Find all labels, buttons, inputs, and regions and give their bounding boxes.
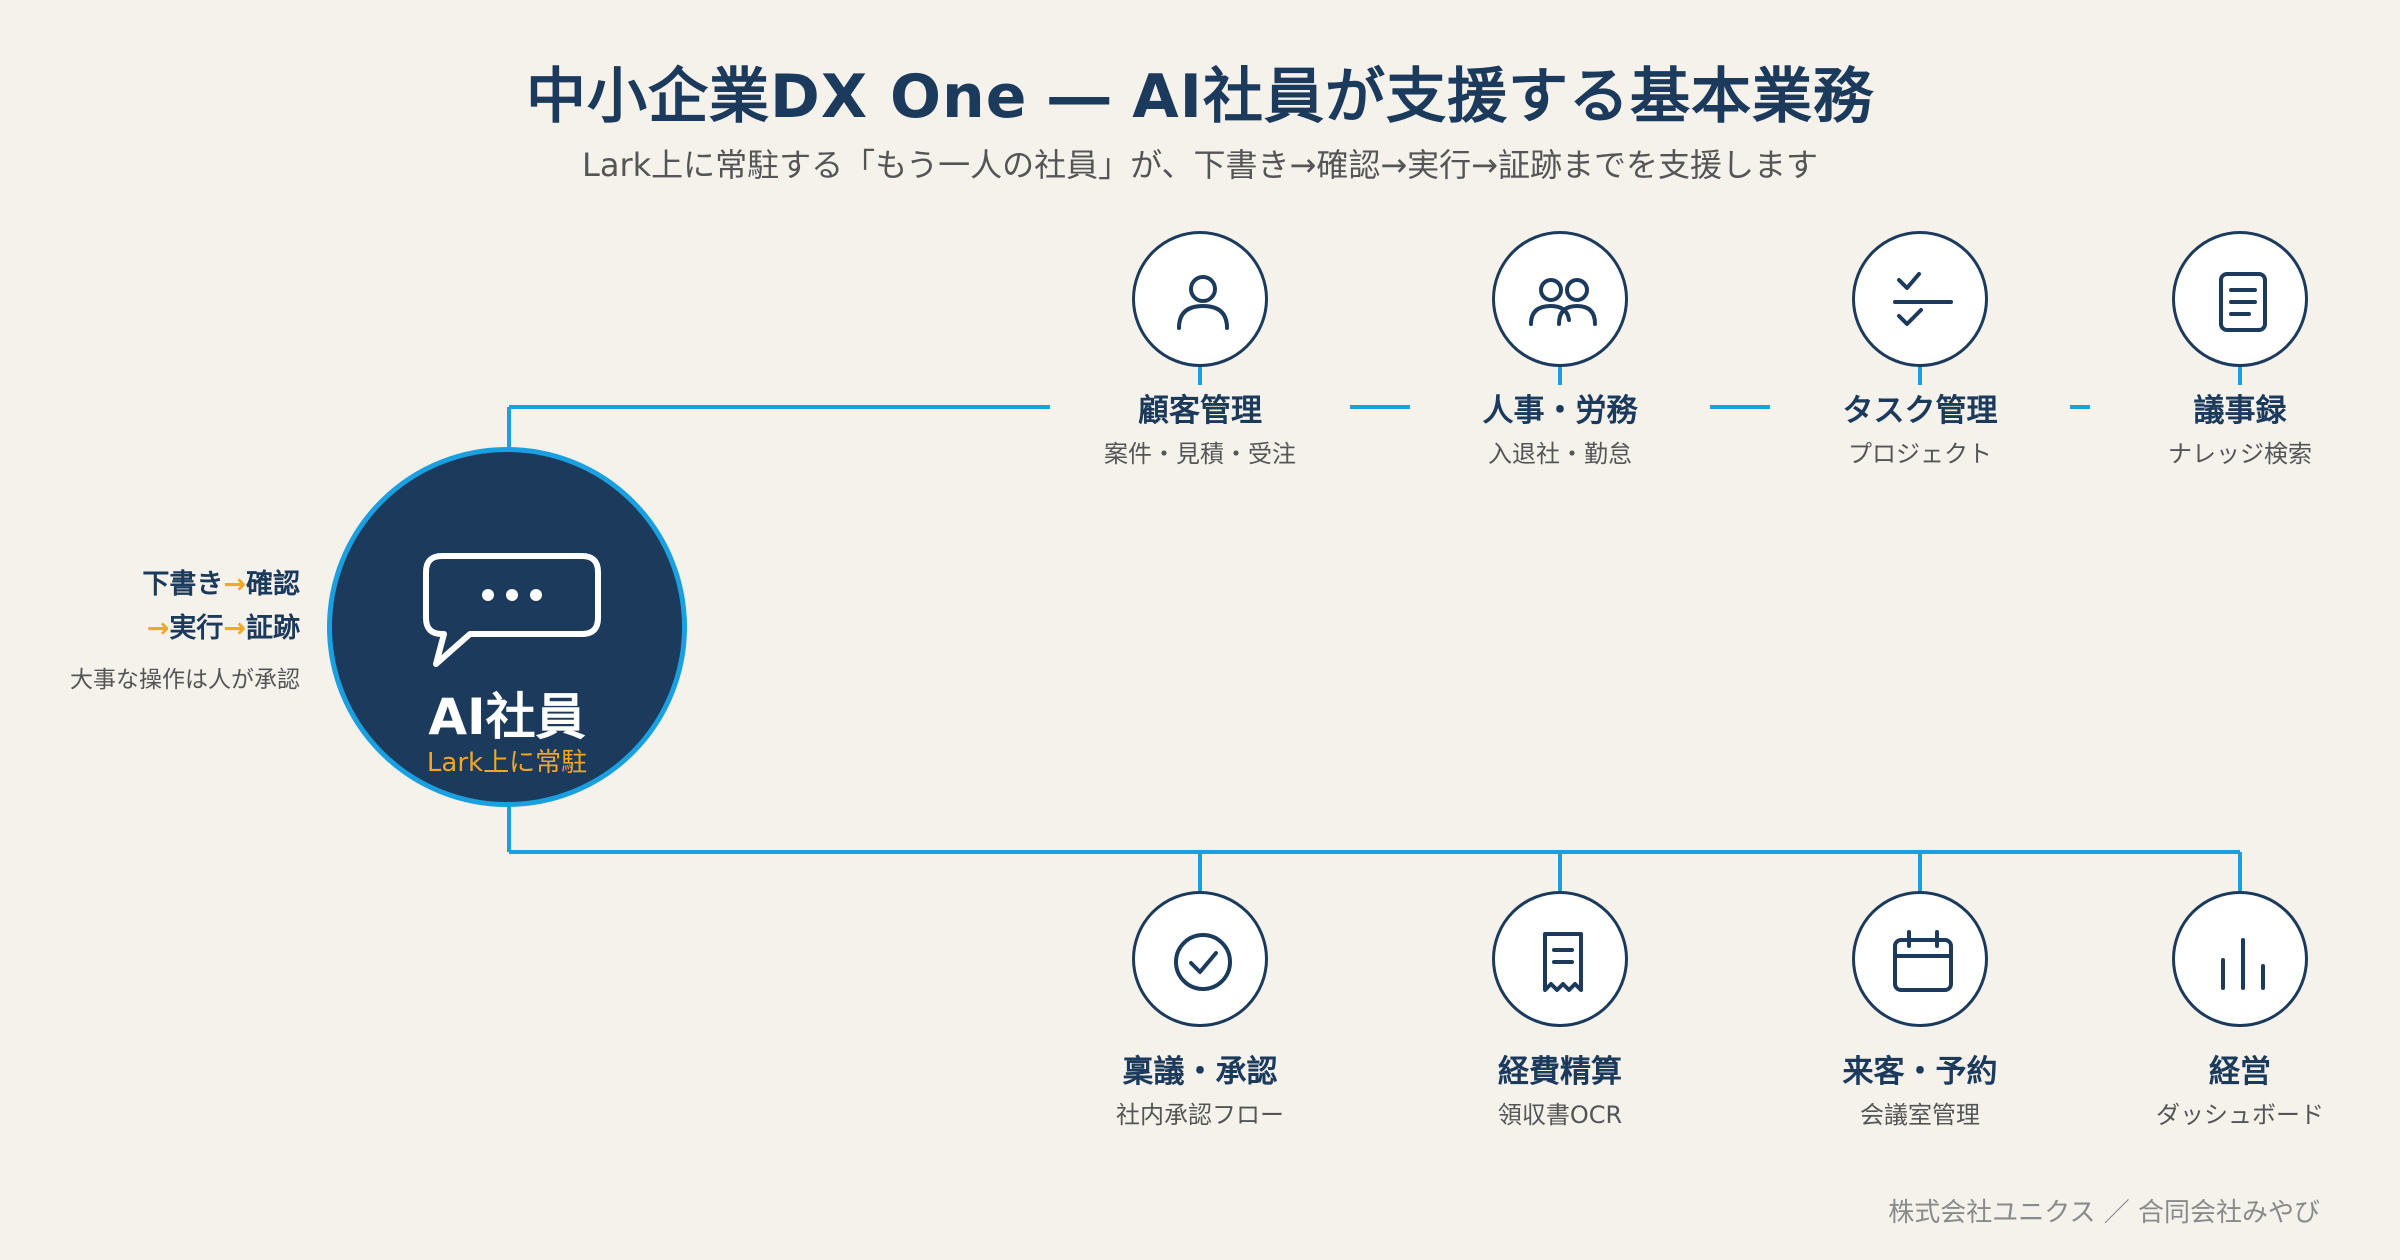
workflow-note-line-2: →実行→証跡: [20, 606, 300, 645]
receipt-icon: [1543, 932, 1583, 992]
node-label: 顧客管理: [1050, 385, 1350, 430]
workflow-arrow: →: [223, 569, 246, 600]
node-sublabel: 領収書OCR: [1497, 1101, 1623, 1129]
workflow-arrow: →: [146, 613, 170, 644]
node-label: 来客・予約: [1770, 1046, 2070, 1091]
node-sublabel: ダッシュボード: [2156, 1101, 2324, 1129]
workflow-step-execute: 実行: [169, 613, 224, 644]
node-label: 稟議・承認: [1050, 1046, 1350, 1091]
checklist-icon: [1893, 272, 1953, 326]
page-subtitle: Lark上に常駐する「もう一人の社員」が、下書き→確認→実行→証跡までを支援しま…: [582, 146, 1818, 184]
hub-title: AI社員: [428, 688, 586, 746]
company-credits: 株式会社ユニクス ／ 合同会社みやび: [1888, 1198, 2320, 1228]
node-label: タスク管理: [1770, 385, 2070, 430]
chat-bubble-icon: [423, 553, 601, 667]
node-sublabel: 入退社・勤怠: [1488, 440, 1632, 468]
workflow-note-line-1: 下書き→確認: [20, 562, 300, 601]
node-sublabel: 案件・見積・受注: [1104, 440, 1296, 468]
people-icon: [1529, 278, 1597, 326]
bar-chart-icon: [2221, 938, 2265, 990]
workflow-step-draft: 下書き: [142, 569, 224, 600]
node-sublabel: プロジェクト: [1848, 440, 1992, 468]
hub-subtitle: Lark上に常駐: [426, 748, 588, 778]
workflow-arrow: →: [223, 613, 246, 644]
check-circle-icon: [1174, 933, 1232, 991]
workflow-step-confirm: 確認: [246, 569, 300, 600]
node-sublabel: 社内承認フロー: [1116, 1101, 1284, 1129]
node-sublabel: ナレッジ検索: [2168, 440, 2312, 468]
node-sublabel: 会議室管理: [1860, 1101, 1980, 1129]
approval-note: 大事な操作は人が承認: [70, 667, 300, 693]
ai-employee-hub: AI社員 Lark上に常駐: [327, 447, 687, 807]
page-title: 中小企業DX One ― AI社員が支援する基本業務: [526, 62, 1874, 132]
node-label: 経費精算: [1410, 1046, 1710, 1091]
calendar-icon: [1893, 930, 1953, 992]
node-label: 人事・労務: [1410, 385, 1710, 430]
person-icon: [1177, 275, 1229, 330]
workflow-step-evidence: 証跡: [246, 613, 300, 644]
document-icon: [2219, 272, 2267, 332]
node-label: 経営: [2090, 1046, 2390, 1091]
node-label: 議事録: [2090, 385, 2390, 430]
